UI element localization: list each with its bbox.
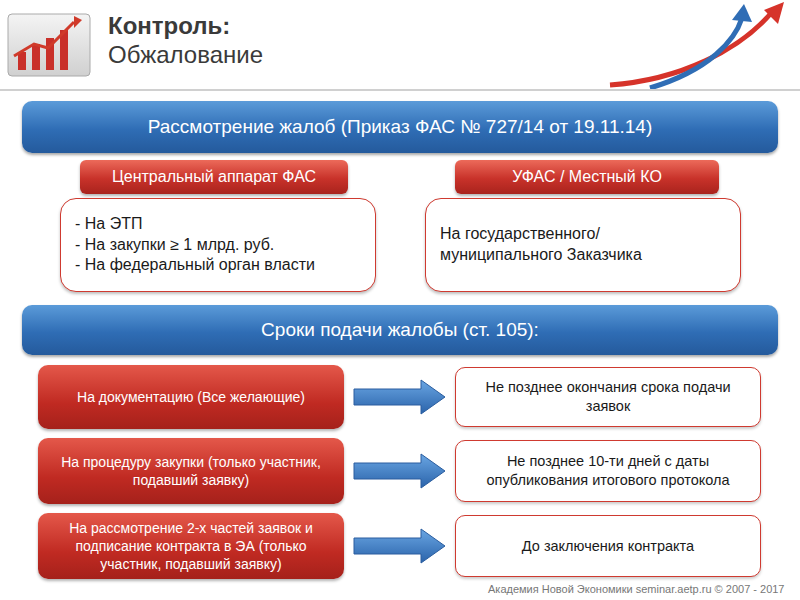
deadline-box: Не позднее 10-ти дней с даты опубликован… [455,440,761,502]
node-text: Сроки подачи жалобы (ст. 105): [261,319,539,341]
node-text: До заключения контракта [464,537,752,556]
node-text: На процедуру закупки (только участник, п… [46,453,336,489]
swoosh-arrows [610,2,784,88]
node-text: На рассмотрение 2-х частей заявок и подп… [46,519,336,574]
node-text: - На федеральный орган власти [75,255,361,276]
node-text: На государственного/ муниципального Зака… [440,224,726,266]
footer-note: Академия Новой Экономики seminar.aetp.ru… [488,583,785,595]
deadline-box: Не позднее окончания срока подачи заявок [455,367,761,427]
block-arrow [354,454,445,488]
block-arrow [354,529,445,563]
node-text: На документацию (Все желающие) [46,388,336,406]
deadline-box: До заключения контракта [455,515,761,577]
block-arrow [354,380,445,414]
header-band: Рассмотрение жалоб (Приказ ФАС № 727/14 … [22,101,778,153]
header-band: Сроки подачи жалобы (ст. 105): [22,305,778,355]
node-text: Не позднее окончания срока подачи заявок [464,378,752,416]
complaint-box: На процедуру закупки (только участник, п… [38,438,344,504]
node-text: - На ЭТП [75,214,361,235]
header-rule [0,89,800,91]
node-text: Центральный аппарат ФАС [112,168,316,186]
node-text: Рассмотрение жалоб (Приказ ФАС № 727/14 … [148,116,653,138]
node-text: - На закупки ≥ 1 млрд. руб. [75,235,361,256]
node-text: УФАС / Местный КО [512,168,662,186]
slide-title: Контроль: Обжалование [108,12,288,70]
complaint-box: На документацию (Все желающие) [38,365,344,429]
info-box: - На ЭТП- На закупки ≥ 1 млрд. руб.- На … [60,198,376,292]
complaint-box: На рассмотрение 2-х частей заявок и подп… [38,513,344,579]
node-text: Не позднее 10-ти дней с даты опубликован… [464,452,752,490]
info-box: На государственного/ муниципального Зака… [425,198,741,292]
section-tab: УФАС / Местный КО [455,160,719,194]
chart-icon [8,14,90,76]
section-tab: Центральный аппарат ФАС [80,160,348,194]
